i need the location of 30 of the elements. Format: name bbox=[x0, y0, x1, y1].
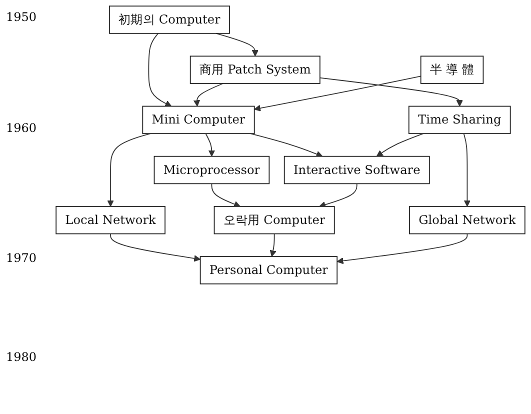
node-box: Microprocessor bbox=[154, 156, 270, 184]
arrow bbox=[250, 133, 323, 158]
node-box: 半 導 體 bbox=[420, 56, 484, 84]
arrow bbox=[270, 233, 276, 257]
node-box: 初期의 Computer bbox=[108, 6, 230, 34]
arrow bbox=[148, 32, 172, 107]
arrow bbox=[205, 133, 216, 157]
arrow bbox=[463, 133, 471, 207]
node-box: 商用 Patch System bbox=[190, 56, 320, 84]
node-box: Local Network bbox=[56, 206, 166, 234]
node-box: Interactive Software bbox=[284, 156, 430, 184]
arrow bbox=[319, 183, 358, 208]
node-box: Mini Computer bbox=[142, 106, 255, 134]
year-label: 1980 bbox=[6, 350, 37, 364]
arrow bbox=[211, 183, 240, 208]
arrow bbox=[107, 133, 151, 207]
arrow bbox=[336, 233, 468, 264]
arrow bbox=[216, 32, 258, 56]
arrow bbox=[319, 77, 463, 107]
arrow bbox=[193, 83, 224, 107]
node-box: 오락用 Computer bbox=[214, 206, 335, 234]
node-box: Global Network bbox=[409, 206, 526, 234]
node-box: Time Sharing bbox=[408, 106, 511, 134]
node-box: Personal Computer bbox=[200, 256, 338, 284]
year-label: 1960 bbox=[6, 121, 37, 135]
arrow bbox=[376, 133, 424, 157]
arrow bbox=[110, 233, 201, 262]
year-label: 1970 bbox=[6, 250, 37, 264]
year-label: 1950 bbox=[6, 10, 37, 24]
arrow bbox=[254, 76, 422, 112]
